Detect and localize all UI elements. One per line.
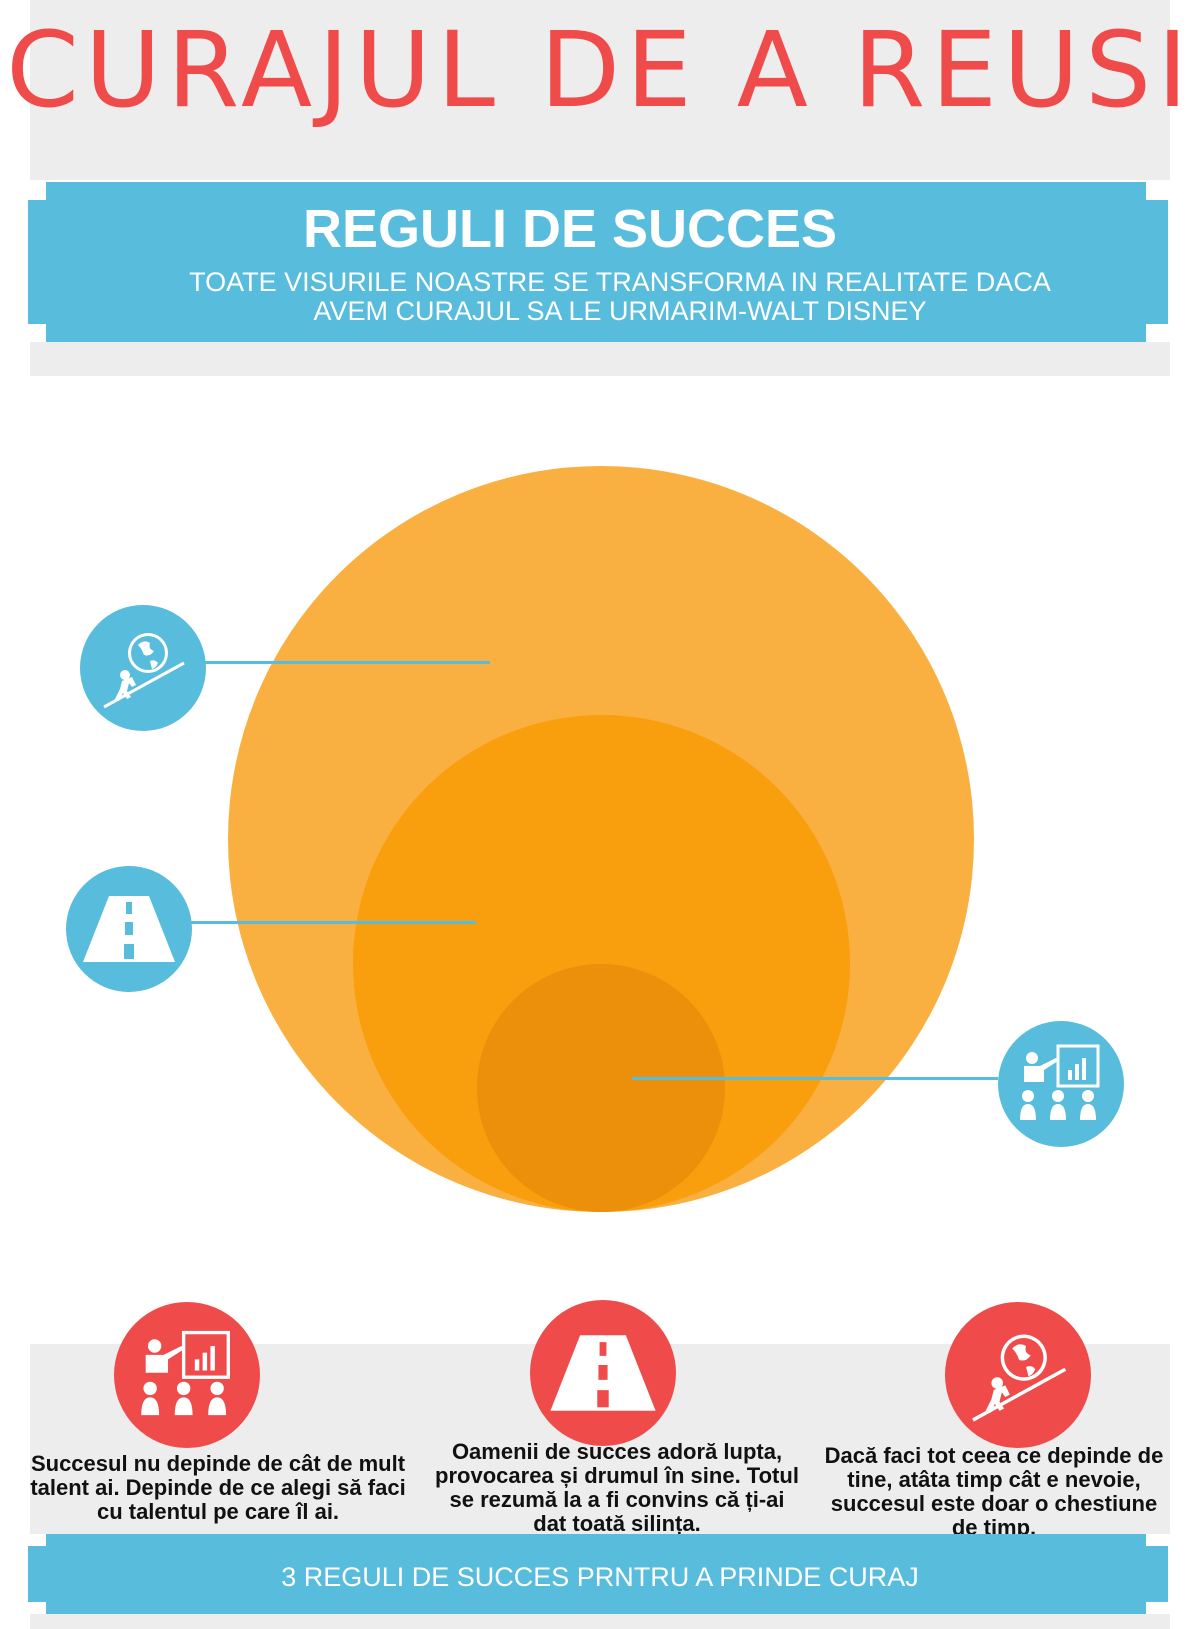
banner-left-tab xyxy=(28,200,58,324)
footer-right-tab xyxy=(1134,1546,1168,1602)
rule-2-road-icon xyxy=(530,1300,676,1446)
presentation-icon xyxy=(998,1021,1124,1147)
road-icon xyxy=(66,866,192,992)
footer-left-tab xyxy=(28,1546,58,1602)
connector-line-middle xyxy=(190,921,476,924)
rule-3-text: Dacă faci tot ceea ce depinde de tine, a… xyxy=(824,1443,1164,1540)
header-background xyxy=(30,0,1170,180)
small-circle xyxy=(477,964,725,1212)
banner-background xyxy=(46,182,1146,342)
quote-line-1: TOATE VISURILE NOASTRE SE TRANSFORMA IN … xyxy=(189,267,1051,297)
banner-right-tab xyxy=(1134,200,1168,324)
quote-line-2: AVEM CURAJUL SA LE URMARIM-WALT DISNEY xyxy=(313,296,927,326)
rule-2-text: Oamenii de succes adoră lupta, provocare… xyxy=(435,1439,799,1536)
connector-line-bottom xyxy=(632,1077,998,1080)
rule-3-sisyphus-globe-icon xyxy=(945,1302,1091,1448)
rule-1-presentation-icon xyxy=(114,1302,260,1448)
connector-line-top xyxy=(205,661,490,664)
banner-bottom-strip xyxy=(30,342,1170,376)
footer-bottom-strip xyxy=(30,1614,1170,1629)
footer-banner xyxy=(46,1534,1146,1614)
banner-title: REGULI DE SUCCES xyxy=(302,199,838,259)
sisyphus-globe-icon xyxy=(80,605,206,731)
footer-text: 3 REGULI DE SUCCES PRNTRU A PRINDE CURAJ xyxy=(281,1562,919,1592)
page-title: CURAJUL DE A REUSI xyxy=(6,9,1194,131)
rule-1-text: Succesul nu depinde de cât de mult talen… xyxy=(30,1451,406,1524)
banner-quote: TOATE VISURILE NOASTRE SE TRANSFORMA IN … xyxy=(120,268,1120,326)
